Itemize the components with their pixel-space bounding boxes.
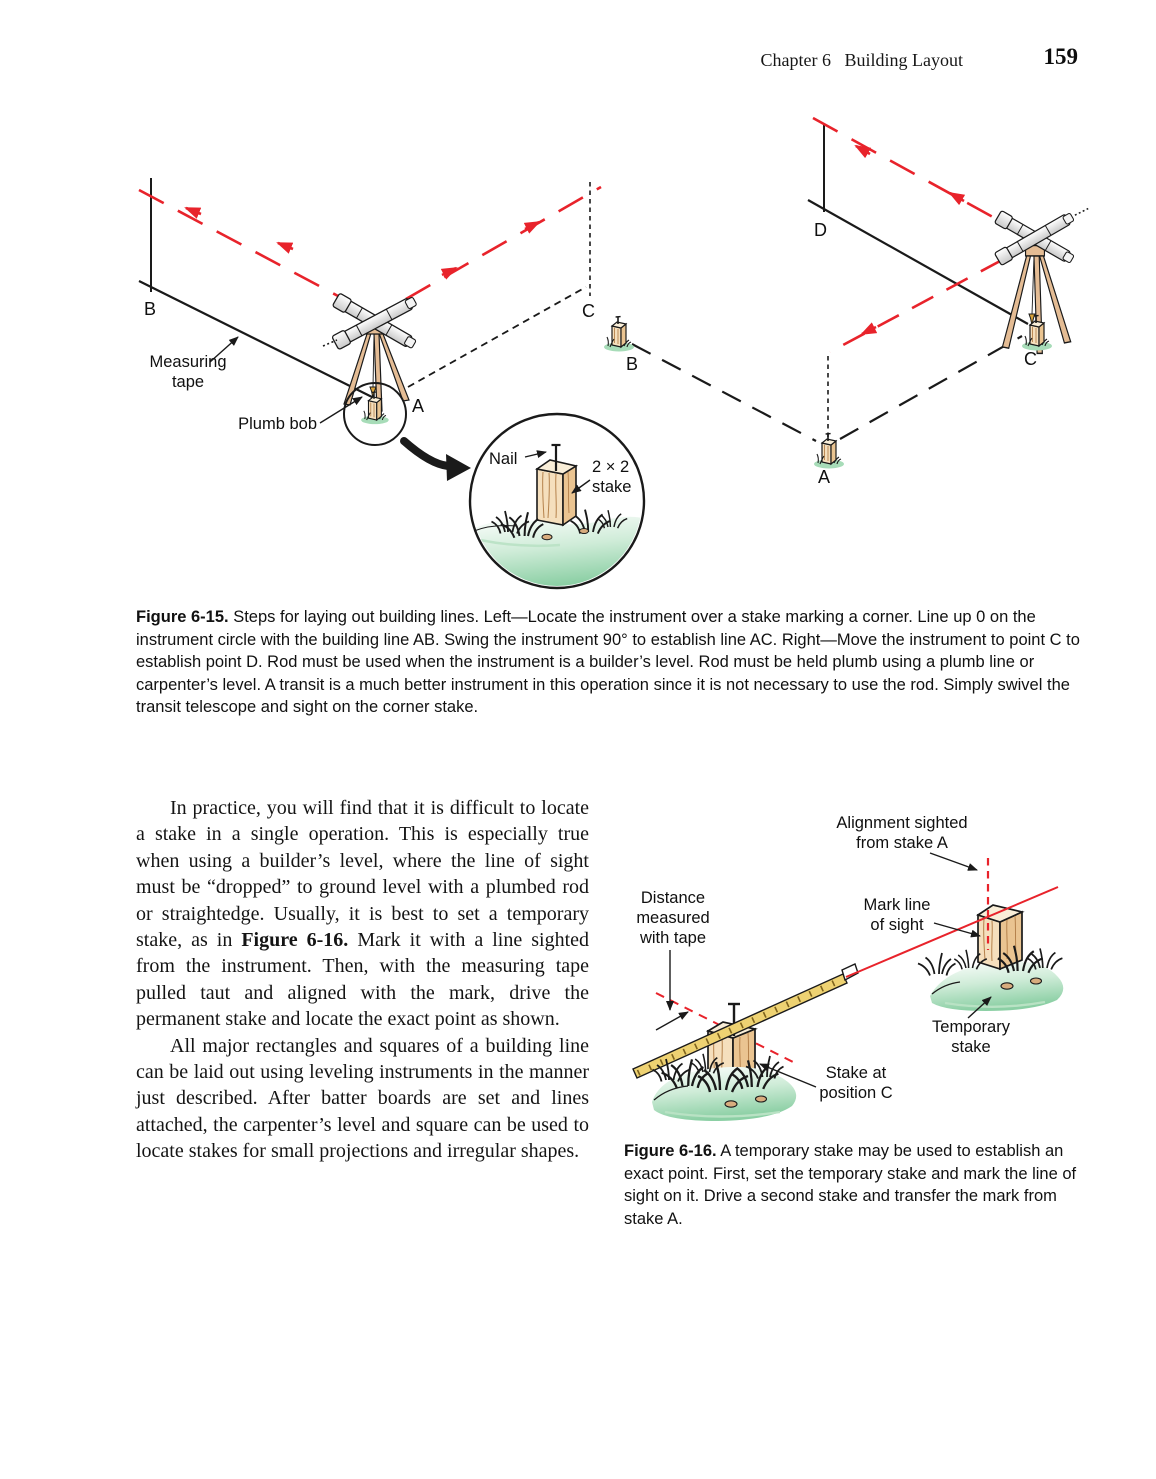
measuring-tape-line <box>138 280 377 400</box>
magnify-arrow <box>400 437 452 470</box>
pebble <box>1029 977 1043 985</box>
fig15-stake-inset <box>468 412 646 590</box>
figure-6-15-caption-text: Steps for laying out building lines. Lef… <box>136 608 1080 717</box>
sight-line-ab <box>138 188 339 298</box>
transit-tripod-left <box>343 325 410 412</box>
stake-a-left <box>360 391 390 425</box>
figure-6-15-caption: Figure 6-15. Steps for laying out buildi… <box>136 606 1084 719</box>
point-label-b-left: B <box>144 299 157 319</box>
chapter-header: Chapter 6 Building Layout <box>760 50 963 70</box>
alignment-sighted-label: Alignment sighted from stake A <box>836 814 968 852</box>
figure-6-16-caption: Figure 6-16. A temporary stake may be us… <box>624 1140 1088 1230</box>
point-label-d: D <box>814 220 827 240</box>
line-b-a <box>631 343 817 442</box>
sight-line-ca <box>829 258 1003 354</box>
para1-figure-ref: Figure 6-16. <box>241 929 349 952</box>
pebble <box>754 1095 768 1103</box>
temporary-stake-label: Temporary stake <box>932 1018 1010 1056</box>
sight-line-extended <box>655 992 796 1064</box>
plumb-bob-label: Plumb bob <box>238 415 317 433</box>
line-of-sight <box>845 886 1059 978</box>
grass-mound-right <box>930 961 1064 1011</box>
point-label-c-right: C <box>1024 349 1037 369</box>
body-paragraph-2: All major rectangles and squares of a bu… <box>136 1034 589 1163</box>
stake-2x2-label: 2 × 2 stake <box>592 458 632 496</box>
stake-at-position-c-label: Stake at position C <box>819 1064 893 1102</box>
pebble <box>541 533 553 541</box>
transit-telescope-left <box>322 292 419 352</box>
fig16-scene <box>632 852 1064 1121</box>
plumb-line-right <box>1031 255 1035 315</box>
sight-line-cd <box>812 116 1001 223</box>
page-number: 159 <box>1043 44 1079 69</box>
body-paragraph-1: In practice, you will find that it is di… <box>136 795 589 1033</box>
sight-line-ac <box>405 185 602 301</box>
measuring-tape <box>632 973 848 1079</box>
measuring-tape-label: Measuring tape <box>149 353 227 391</box>
mark-line-of-sight-label: Mark line of sight <box>863 896 931 934</box>
distance-measured-label: Distance measured with tape <box>636 889 710 947</box>
stake-a-right <box>813 432 845 470</box>
body-text-column: In practice, you will find that it is di… <box>136 795 589 1165</box>
line-d-c <box>807 199 1029 325</box>
pebble <box>579 528 589 534</box>
point-label-a-left: A <box>412 396 425 416</box>
point-label-c-left: C <box>582 301 595 321</box>
figure-6-15-caption-label: Figure 6-15. <box>136 608 229 626</box>
para1-end: Mark it with a line sighted from the ins… <box>136 929 589 1031</box>
point-label-b-right: B <box>626 354 639 374</box>
point-label-a-right: A <box>818 467 831 487</box>
plumb-line-left <box>372 333 375 388</box>
fig15-left-scene <box>138 178 602 481</box>
pebble <box>1000 982 1014 990</box>
plumb-detail-circle <box>343 382 407 446</box>
figure-6-16-caption-text: A temporary stake may be used to establi… <box>624 1142 1077 1228</box>
stake-b-right <box>603 315 635 353</box>
pebble <box>724 1100 738 1108</box>
line-a-c <box>839 335 1023 440</box>
stake-c-right <box>1021 314 1053 352</box>
para1-start: In practice, you will find that it is di… <box>136 797 589 952</box>
nail-label: Nail <box>489 450 518 468</box>
figure-6-16-caption-label: Figure 6-16. <box>624 1142 717 1160</box>
fig15-right-scene <box>603 116 1089 470</box>
